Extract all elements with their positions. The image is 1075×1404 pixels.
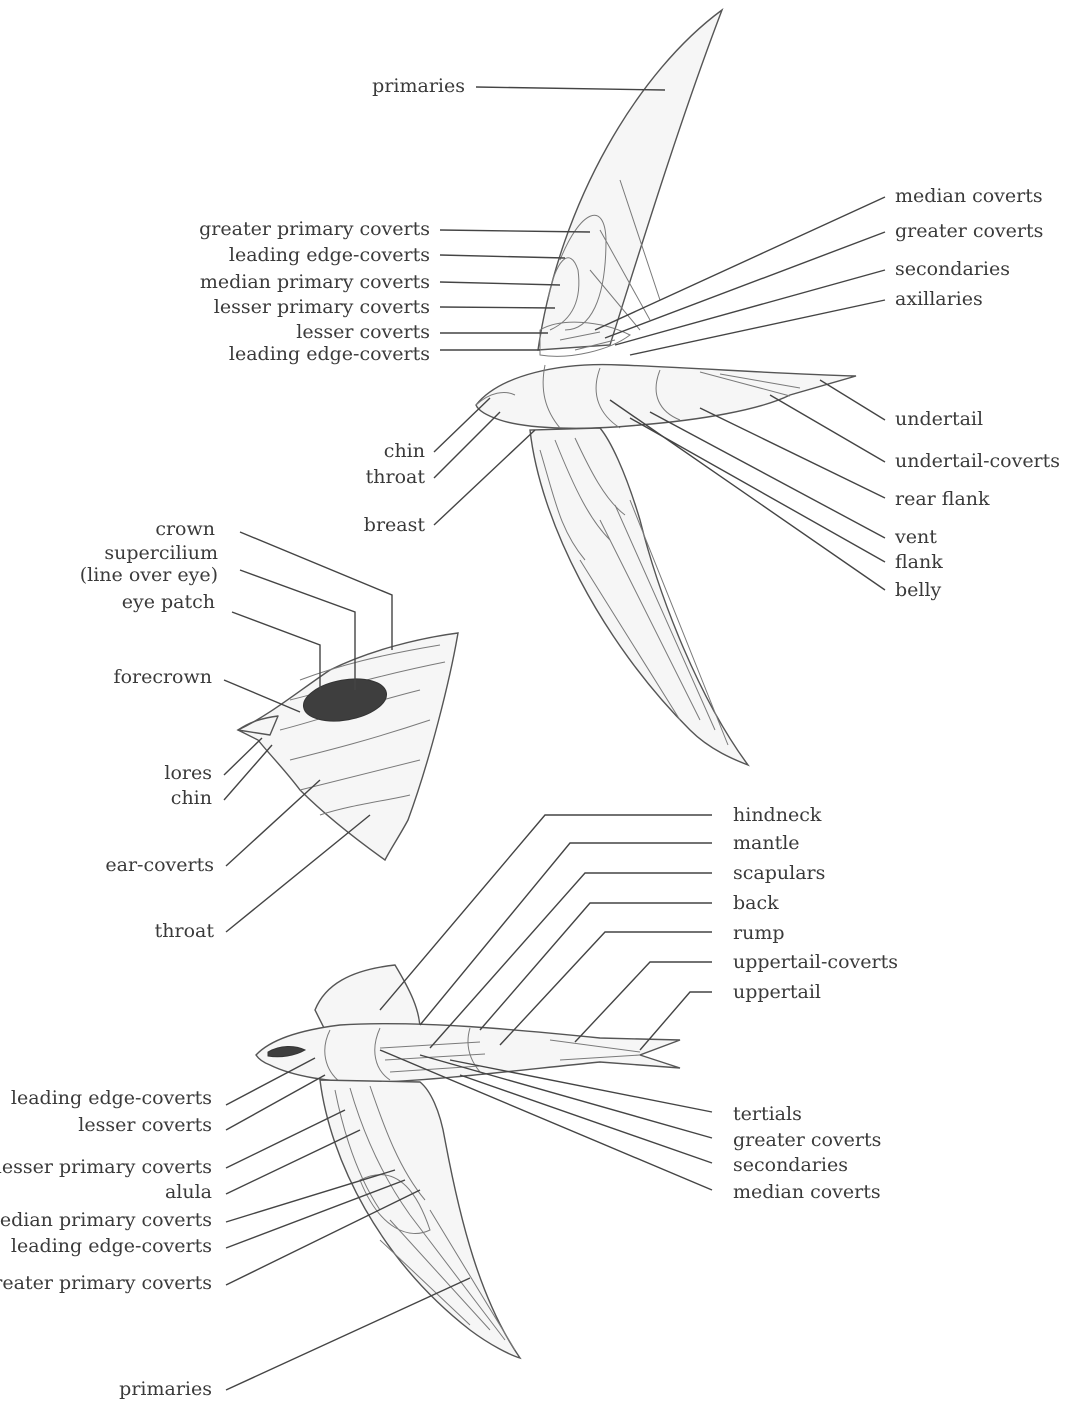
label-tertials: tertials: [733, 1103, 802, 1125]
label-breast: breast: [364, 514, 426, 536]
label-crown: crown: [155, 518, 215, 540]
label-median-coverts-bottom: median coverts: [733, 1181, 881, 1203]
label-axillaries: axillaries: [895, 288, 983, 310]
label-greater-coverts-top: greater coverts: [895, 220, 1043, 242]
label-undertail: undertail: [895, 408, 983, 430]
label-greater-primary-coverts-top: greater primary coverts: [199, 218, 430, 240]
label-throat-head: throat: [155, 920, 215, 942]
label-ear-coverts: ear-coverts: [105, 854, 214, 876]
label-chin-head: chin: [171, 787, 212, 809]
label-rear-flank: rear flank: [895, 488, 990, 510]
labels: primaries greater primary coverts leadin…: [0, 75, 1060, 1400]
label-hindneck: hindneck: [733, 804, 822, 826]
label-lesser-coverts-bottom: lesser coverts: [78, 1114, 212, 1136]
label-flank: flank: [895, 551, 943, 573]
label-lesser-coverts-top: lesser coverts: [296, 321, 430, 343]
label-alula: alula: [165, 1181, 212, 1203]
label-undertail-coverts: undertail-coverts: [895, 450, 1060, 472]
label-leading-edge-coverts-bottom-2: leading edge-coverts: [11, 1235, 212, 1257]
label-median-primary-coverts-bottom: median primary coverts: [0, 1209, 212, 1231]
upperside-bird-drawing: [256, 965, 680, 1358]
label-belly: belly: [895, 579, 942, 601]
label-eye-patch: eye patch: [122, 591, 215, 613]
label-greater-primary-coverts-bottom: greater primary coverts: [0, 1272, 212, 1294]
label-median-coverts-top: median coverts: [895, 185, 1043, 207]
label-rump: rump: [733, 922, 785, 944]
label-secondaries-bottom: secondaries: [733, 1154, 848, 1176]
label-throat-top: throat: [366, 466, 426, 488]
label-supercilium-note: (line over eye): [80, 564, 218, 586]
label-lesser-primary-coverts-bottom: lesser primary coverts: [0, 1156, 212, 1178]
label-vent: vent: [894, 526, 937, 548]
label-secondaries-top: secondaries: [895, 258, 1010, 280]
label-median-primary-coverts-top: median primary coverts: [200, 271, 430, 293]
label-lesser-primary-coverts-top: lesser primary coverts: [214, 296, 430, 318]
label-leading-edge-coverts-bottom-1: leading edge-coverts: [11, 1087, 212, 1109]
label-primaries-bottom: primaries: [119, 1378, 212, 1400]
label-leading-edge-coverts-top-1: leading edge-coverts: [229, 244, 430, 266]
label-scapulars: scapulars: [733, 862, 825, 884]
label-uppertail: uppertail: [733, 981, 821, 1003]
label-primaries-top: primaries: [372, 75, 465, 97]
label-back: back: [733, 892, 779, 914]
label-mantle: mantle: [733, 832, 800, 854]
label-chin-top: chin: [384, 440, 425, 462]
label-greater-coverts-bottom: greater coverts: [733, 1129, 881, 1151]
label-uppertail-coverts: uppertail-coverts: [733, 951, 898, 973]
label-supercilium: supercilium: [104, 542, 218, 564]
label-forecrown: forecrown: [114, 666, 212, 688]
label-lores: lores: [164, 762, 212, 784]
label-leading-edge-coverts-top-2: leading edge-coverts: [229, 343, 430, 365]
underside-bird-drawing: [476, 10, 856, 765]
